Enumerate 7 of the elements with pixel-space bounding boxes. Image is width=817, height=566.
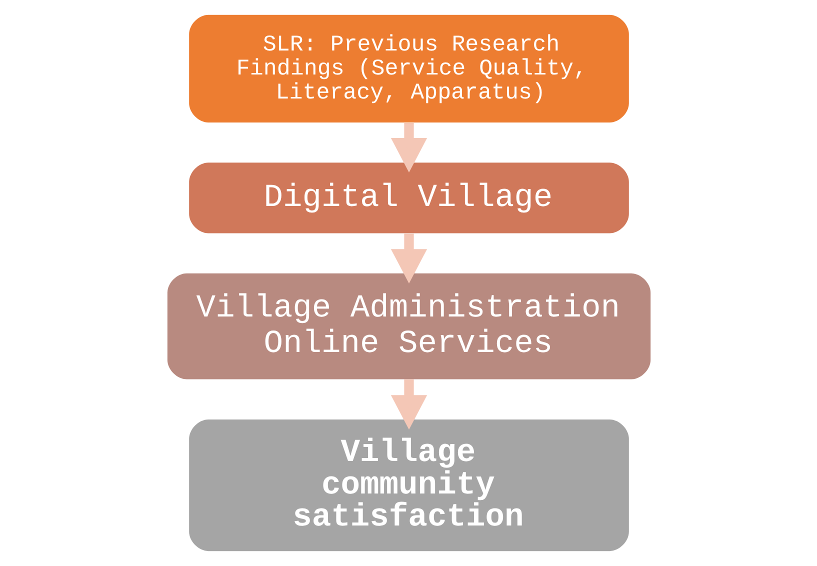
- node-box: SLR: Previous Research Findings (Service Quality, Literacy, Apparatus): [188, 14, 628, 122]
- arrow: [390, 379, 427, 430]
- arrow: [390, 234, 427, 284]
- node-box: Digital Village: [188, 162, 628, 234]
- node-box: Village Administration Online Services: [166, 273, 650, 380]
- node-box: Village community satisfaction: [188, 419, 628, 552]
- arrow: [390, 123, 427, 172]
